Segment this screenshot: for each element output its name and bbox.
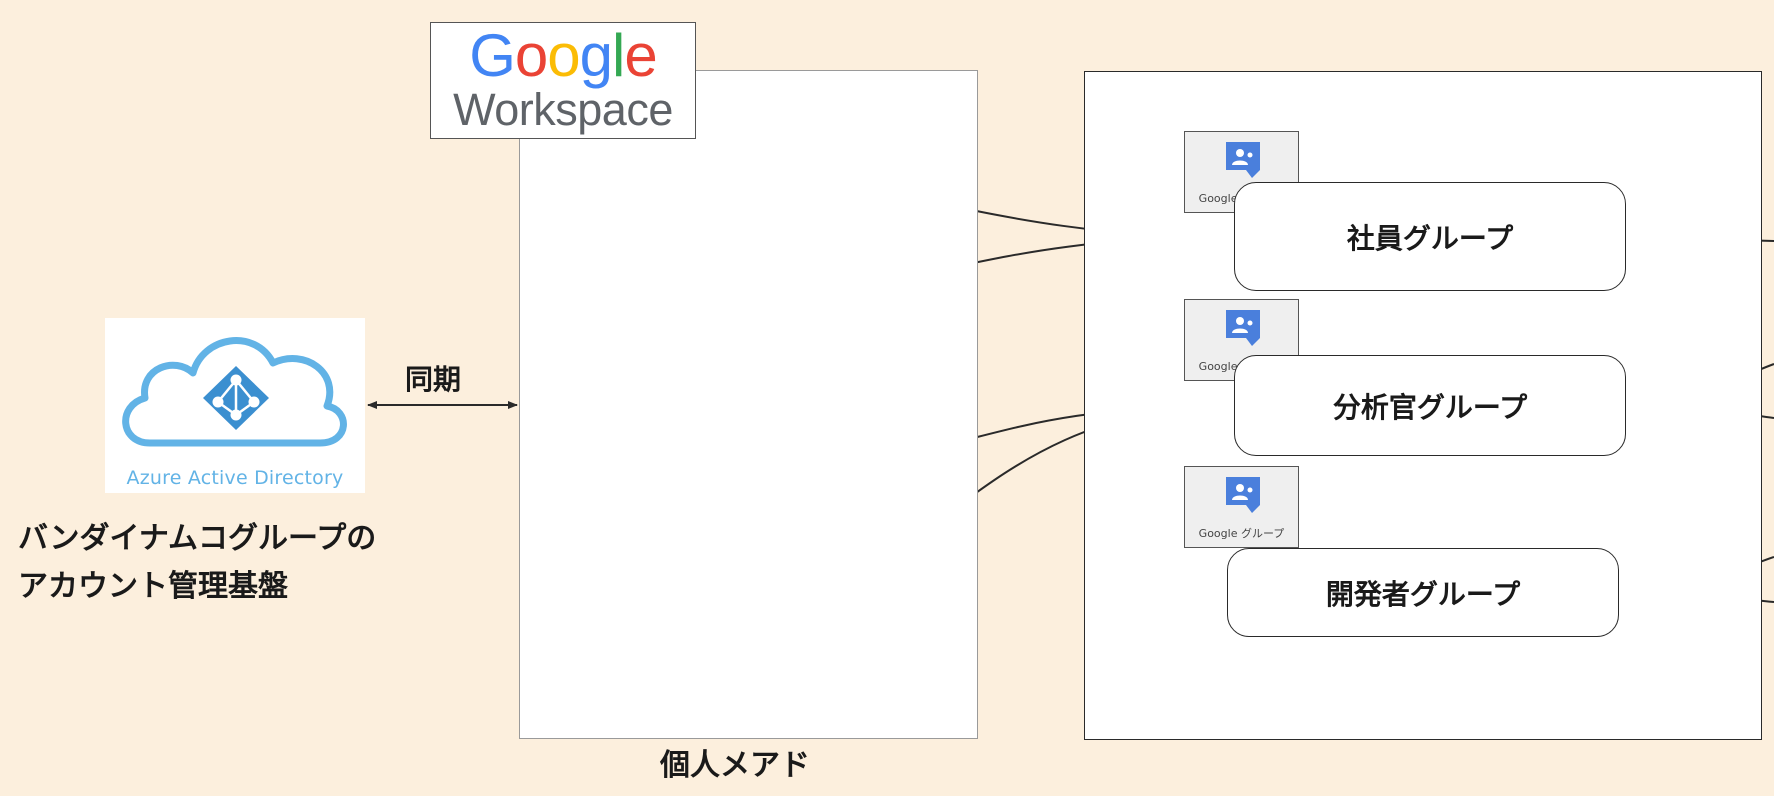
group-badge-icon: [1226, 142, 1260, 178]
google-groups-icon: Google グループ: [1184, 466, 1299, 548]
azure-ad-logo: Azure Active Directory: [105, 318, 365, 493]
google-wordmark: Google: [431, 26, 695, 86]
azure-logo-caption: Azure Active Directory: [126, 467, 344, 489]
workspace-user-panel: [519, 70, 978, 739]
google-wordmark-letter: o: [547, 22, 580, 89]
google-groups-icon-label: Google グループ: [1198, 527, 1285, 540]
azure-org-label-line2: アカウント管理基盤: [18, 569, 288, 604]
google-wordmark-letter: g: [579, 22, 613, 89]
cloud-icon: [122, 337, 347, 447]
google-wordmark-letter: l: [612, 22, 625, 89]
directory-diamond-icon: [203, 366, 269, 430]
workspace-wordmark: Workspace: [453, 84, 673, 135]
google-wordmark-letter: G: [469, 22, 516, 89]
group-box-analysts: 分析官グループ: [1234, 355, 1626, 456]
sync-label: 同期: [405, 363, 462, 396]
google-wordmark-letter: o: [514, 22, 548, 89]
panel-caption: 個人メアド: [660, 748, 810, 783]
google-workspace-logo: Google Workspace: [430, 22, 696, 139]
azure-org-label: バンダイナムコグループの アカウント管理基盤: [18, 515, 376, 611]
google-wordmark-letter: e: [624, 22, 657, 89]
group-badge-icon: [1226, 310, 1260, 346]
group-box-developers: 開発者グループ: [1227, 548, 1619, 637]
azure-org-label-line1: バンダイナムコグループの: [18, 521, 377, 556]
google-groups-icon: Google グループ: [1184, 131, 1299, 213]
group-box-employees: 社員グループ: [1234, 182, 1626, 291]
group-badge-icon: [1226, 477, 1260, 513]
